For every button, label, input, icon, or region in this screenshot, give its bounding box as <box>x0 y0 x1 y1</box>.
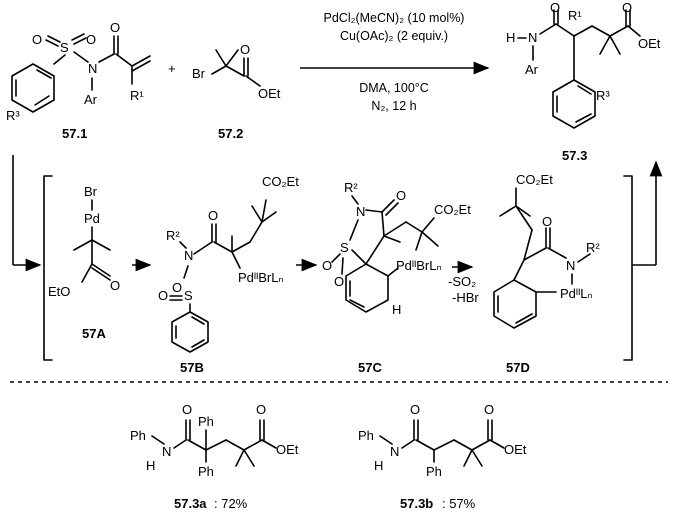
atom-ph: Ph <box>198 464 214 479</box>
atom-n: N <box>88 61 97 76</box>
atom-o: O <box>110 20 120 35</box>
atom-o: O <box>396 188 406 203</box>
atom-pd: Pd <box>84 211 100 226</box>
atom-o: O <box>410 402 420 417</box>
atom-r2: R² <box>344 180 358 195</box>
intermediate-57c: R² N O S O O CO₂Et PdᴵᴵBrLₙ H <box>322 180 471 317</box>
label-57-1: 57.1 <box>62 126 87 141</box>
elimination-hbr: -HBr <box>452 290 479 305</box>
atom-o: O <box>158 288 168 303</box>
atom-ar: Ar <box>84 92 98 107</box>
compound-57-3: H N Ar O R¹ O OEt R³ <box>506 0 661 129</box>
condition-oxidant: Cu(OAc)₂ (2 equiv.) <box>340 29 448 43</box>
example-57-3b-structure: Ph N H O Ph O OEt <box>358 402 527 479</box>
atom-s: S <box>60 40 69 55</box>
example-57-3b-id: 57.3b <box>400 496 433 511</box>
atom-r2: R² <box>166 228 180 243</box>
label-57c: 57C <box>358 360 382 375</box>
atom-n: N <box>566 258 575 273</box>
bracket-right <box>623 175 633 361</box>
atom-ph: Ph <box>358 428 374 443</box>
atom-oet: OEt <box>504 442 527 457</box>
condition-atmosphere: N₂, 12 h <box>371 99 416 113</box>
atom-h: H <box>374 458 383 473</box>
atom-o: O <box>172 280 182 295</box>
atom-h: H <box>506 30 515 45</box>
example-57-3a-structure: Ph N H O Ph Ph O OEt <box>130 402 299 479</box>
atom-br: Br <box>192 66 206 81</box>
atom-o: O <box>208 208 218 223</box>
condition-solvent: DMA, 100°C <box>359 81 429 95</box>
atom-n: N <box>528 30 537 45</box>
atom-n: N <box>356 204 365 219</box>
atom-o: O <box>240 42 250 57</box>
label-57-2: 57.2 <box>218 126 243 141</box>
atom-r1: R¹ <box>130 88 144 103</box>
atom-n: N <box>162 444 171 459</box>
label-57a: 57A <box>82 326 106 341</box>
atom-oet: OEt <box>258 86 281 101</box>
atom-r1: R¹ <box>568 8 582 23</box>
plus-sign: + <box>168 61 176 76</box>
atom-h: H <box>392 302 401 317</box>
label-57d: 57D <box>506 360 530 375</box>
atom-s: S <box>340 240 349 255</box>
atom-pdbrln: PdᴵᴵBrLₙ <box>396 258 442 273</box>
condition-catalyst: PdCl₂(MeCN)₂ (10 mol%) <box>324 11 465 25</box>
atom-o: O <box>334 274 344 289</box>
bracket-left <box>43 175 53 361</box>
atom-pdln: PdᴵᴵLₙ <box>560 286 593 301</box>
atom-o: O <box>542 214 552 229</box>
example-57-3a-id: 57.3a <box>174 496 207 511</box>
atom-o: O <box>182 402 192 417</box>
atom-o: O <box>86 32 96 47</box>
atom-ph: Ph <box>130 428 146 443</box>
atom-ph: Ph <box>198 414 214 429</box>
atom-co2et: CO₂Et <box>516 172 553 187</box>
atom-ar: Ar <box>525 62 539 77</box>
compound-57-2: Br O OEt <box>192 42 281 101</box>
example-57-3b-yield: : 57% <box>442 496 476 511</box>
atom-oet: OEt <box>276 442 299 457</box>
atom-o: O <box>322 258 332 273</box>
atom-r2: R² <box>586 240 600 255</box>
intermediate-57a: Br Pd O EtO <box>48 184 120 299</box>
atom-o: O <box>110 278 120 293</box>
atom-r3: R³ <box>6 108 20 123</box>
atom-s: S <box>184 288 193 303</box>
atom-n: N <box>184 248 193 263</box>
example-57-3a-yield: : 72% <box>214 496 248 511</box>
atom-eto: EtO <box>48 284 70 299</box>
atom-br: Br <box>84 184 98 199</box>
intermediate-57d: CO₂Et O N R² PdᴵᴵLₙ <box>493 172 600 329</box>
atom-o: O <box>550 0 560 15</box>
label-57b: 57B <box>180 360 204 375</box>
atom-ph: Ph <box>426 464 442 479</box>
compound-57-1: S O O N Ar O R¹ R³ <box>6 20 151 123</box>
atom-o: O <box>256 402 266 417</box>
atom-pdbrln: PdᴵᴵBrLₙ <box>238 270 284 285</box>
label-57-3: 57.3 <box>562 148 587 163</box>
atom-o: O <box>484 402 494 417</box>
atom-o: O <box>32 32 42 47</box>
atom-r3: R³ <box>596 88 610 103</box>
elimination-so2: -SO₂ <box>448 274 476 289</box>
atom-o: O <box>622 0 632 15</box>
atom-oet: OEt <box>638 36 661 51</box>
atom-co2et: CO₂Et <box>262 174 299 189</box>
intermediate-57b: R² N O PdᴵᴵBrLₙ CO₂Et O O S <box>158 174 299 353</box>
atom-n: N <box>390 444 399 459</box>
atom-h: H <box>146 458 155 473</box>
atom-co2et: CO₂Et <box>434 202 471 217</box>
